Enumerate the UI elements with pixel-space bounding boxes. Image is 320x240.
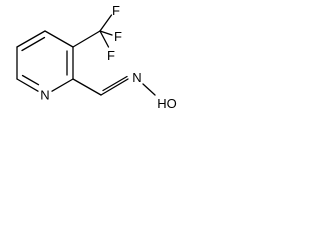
bond-n-o	[142, 83, 156, 96]
bond-c6-n1-inner	[21, 74, 40, 86]
bond-c4-c5-inner	[21, 36, 46, 52]
bond-c-f-right	[99, 30, 113, 36]
oxime-group: N HO	[72, 70, 177, 111]
ring-nitrogen-label: N	[40, 88, 49, 103]
fluorine-right-label: F	[114, 29, 122, 44]
bond-c4-c5	[16, 30, 46, 48]
oxime-nitrogen-label: N	[132, 70, 141, 85]
bond-ch-n-double	[100, 78, 129, 96]
bond-c-f-bottom	[99, 30, 110, 48]
bond-c2-ch	[72, 78, 102, 96]
bond-c3-c4	[44, 30, 74, 48]
bond-c-f-top	[99, 14, 113, 32]
bond-c6-n1	[16, 78, 39, 92]
chemical-structure: N F F F N HO	[16, 3, 177, 111]
bond-n1-c2	[51, 78, 74, 92]
bond-ch-n-double-inner	[102, 75, 128, 92]
trifluoromethyl-group: F F F	[72, 3, 122, 63]
fluorine-top-label: F	[112, 3, 120, 18]
bond-c3-cf3	[72, 30, 101, 48]
hydroxyl-label: HO	[157, 96, 177, 111]
pyridine-ring	[16, 30, 74, 92]
fluorine-bottom-label: F	[107, 48, 115, 63]
